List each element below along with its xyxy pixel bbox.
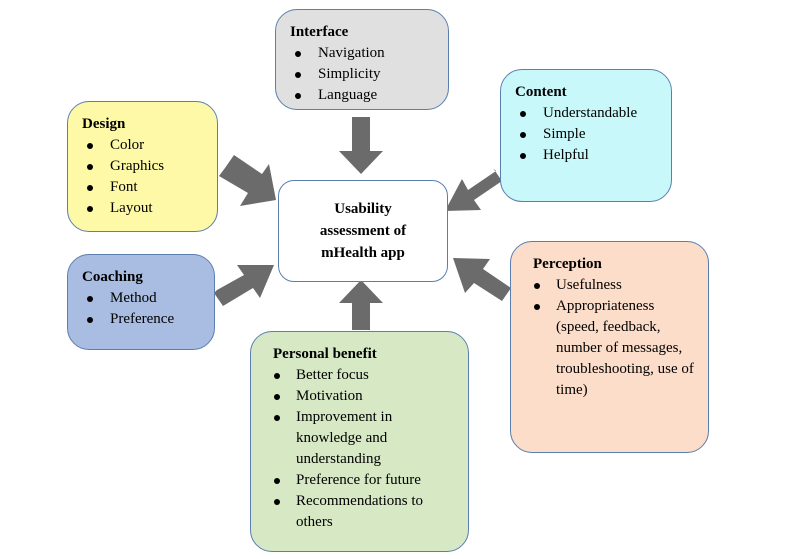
list-item: Improvement in knowledge and understandi… xyxy=(269,407,458,470)
list-item: Helpful xyxy=(515,145,661,166)
design-title: Design xyxy=(82,116,126,132)
list-item: Appropriateness (speed, feedback, number… xyxy=(529,296,698,401)
perception-title: Perception xyxy=(533,256,602,272)
list-item: Preference for future xyxy=(269,470,458,491)
content-title: Content xyxy=(515,84,567,100)
arrow-interface-to-center xyxy=(339,117,383,174)
list-item: Usefulness xyxy=(529,275,698,296)
list-item: Graphics xyxy=(82,156,207,177)
list-item: Navigation xyxy=(290,43,438,64)
interface-title: Interface xyxy=(290,24,349,40)
coaching-list: Method Preference xyxy=(82,288,204,330)
perception-box: Perception Usefulness Appropriateness (s… xyxy=(510,241,709,453)
arrow-design-to-center xyxy=(219,155,276,206)
list-item: Font xyxy=(82,177,207,198)
list-item: Layout xyxy=(82,198,207,219)
personal-benefit-title: Personal benefit xyxy=(273,346,377,362)
list-item: Color xyxy=(82,135,207,156)
arrow-benefit-to-center xyxy=(339,280,383,330)
list-item: Understandable xyxy=(515,103,661,124)
arrow-perception-to-center xyxy=(453,258,511,301)
list-item: Recommendations to others xyxy=(269,491,458,533)
coaching-title: Coaching xyxy=(82,269,143,285)
list-item: Language xyxy=(290,85,438,106)
design-box: Design Color Graphics Font Layout xyxy=(67,101,218,232)
list-item: Preference xyxy=(82,309,204,330)
list-item: Motivation xyxy=(269,386,458,407)
central-concept-box: Usability assessment of mHealth app xyxy=(278,180,448,282)
personal-benefit-list: Better focus Motivation Improvement in k… xyxy=(269,365,458,533)
arrow-content-to-center xyxy=(445,168,502,211)
list-item: Better focus xyxy=(269,365,458,386)
central-concept-label: Usability assessment of mHealth app xyxy=(319,201,407,261)
content-box: Content Understandable Simple Helpful xyxy=(500,69,672,202)
content-list: Understandable Simple Helpful xyxy=(515,103,661,166)
interface-list: Navigation Simplicity Language xyxy=(290,43,438,106)
perception-list: Usefulness Appropriateness (speed, feedb… xyxy=(529,275,698,401)
list-item: Simplicity xyxy=(290,64,438,85)
list-item: Simple xyxy=(515,124,661,145)
list-item: Method xyxy=(82,288,204,309)
design-list: Color Graphics Font Layout xyxy=(82,135,207,219)
interface-box: Interface Navigation Simplicity Language xyxy=(275,9,449,110)
coaching-box: Coaching Method Preference xyxy=(67,254,215,350)
arrow-coaching-to-center xyxy=(214,265,274,306)
personal-benefit-box: Personal benefit Better focus Motivation… xyxy=(250,331,469,552)
